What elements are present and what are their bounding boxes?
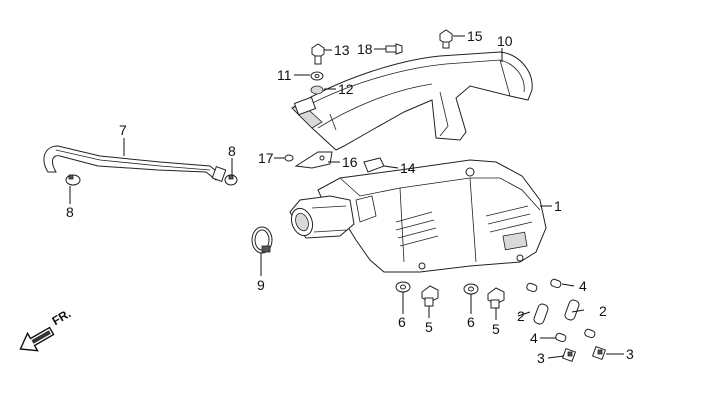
callout-8-right: 8: [228, 143, 236, 159]
callout-10: 10: [497, 33, 513, 49]
intake-clamp: [251, 226, 273, 254]
callout-16: 16: [342, 154, 358, 170]
callout-13: 13: [334, 42, 350, 58]
air-cleaner-duct-cover: [291, 51, 533, 151]
callout-14: 14: [400, 160, 416, 176]
washer-11: [310, 71, 324, 81]
callout-17: 17: [258, 150, 274, 166]
callout-1: 1: [554, 198, 562, 214]
cap-4-lower: [555, 328, 596, 343]
callout-3-right: 3: [626, 346, 634, 362]
washer-6-right: [463, 283, 479, 295]
leader-lines: [69, 35, 624, 359]
callout-2-right: 2: [599, 303, 607, 319]
clip-nut-14: [363, 157, 385, 173]
breather-hose: [43, 145, 227, 182]
bolt-15: [439, 29, 453, 49]
callout-5-right: 5: [492, 321, 500, 337]
callout-labels: 1 2 2 3 3 4 4 5 5 6 6 7 8 8 9 10 11 12 1…: [66, 28, 634, 366]
washer-17: [284, 154, 294, 162]
callout-9: 9: [257, 277, 265, 293]
bolt-13: [311, 43, 325, 65]
plug-3-left: [561, 347, 577, 363]
callout-6-right: 6: [467, 314, 475, 330]
callout-12: 12: [338, 81, 354, 97]
callout-6-left: 6: [398, 314, 406, 330]
hose-clamp-left: [65, 174, 81, 186]
callout-5-left: 5: [425, 319, 433, 335]
arrow-front-icon: [19, 326, 55, 352]
callout-11: 11: [277, 67, 292, 83]
washer-6-left: [395, 281, 411, 293]
callout-4-lower: 4: [530, 330, 538, 346]
drain-tube-2-right: [564, 299, 580, 321]
bolt-5-left: [421, 285, 439, 307]
grommet-12: [310, 85, 324, 95]
callout-2-left: 2: [517, 308, 525, 324]
hose-clamp-right: [224, 174, 238, 186]
bolt-5-right: [487, 287, 505, 309]
screw-18: [385, 43, 403, 55]
front-label: FR.: [50, 306, 74, 328]
callout-7: 7: [119, 122, 127, 138]
front-direction-indicator: FR.: [19, 306, 74, 352]
drain-tube-2-left: [533, 303, 549, 325]
plug-3-right: [591, 345, 607, 361]
callout-3-left: 3: [537, 350, 545, 366]
cap-4-upper: [526, 278, 562, 293]
callout-8-left: 8: [66, 204, 74, 220]
callout-18: 18: [357, 41, 373, 57]
callout-15: 15: [467, 28, 483, 44]
bracket-16: [294, 151, 333, 169]
callout-4-upper: 4: [579, 278, 587, 294]
air-cleaner-case: [317, 159, 547, 273]
intake-snorkel: [289, 195, 355, 239]
